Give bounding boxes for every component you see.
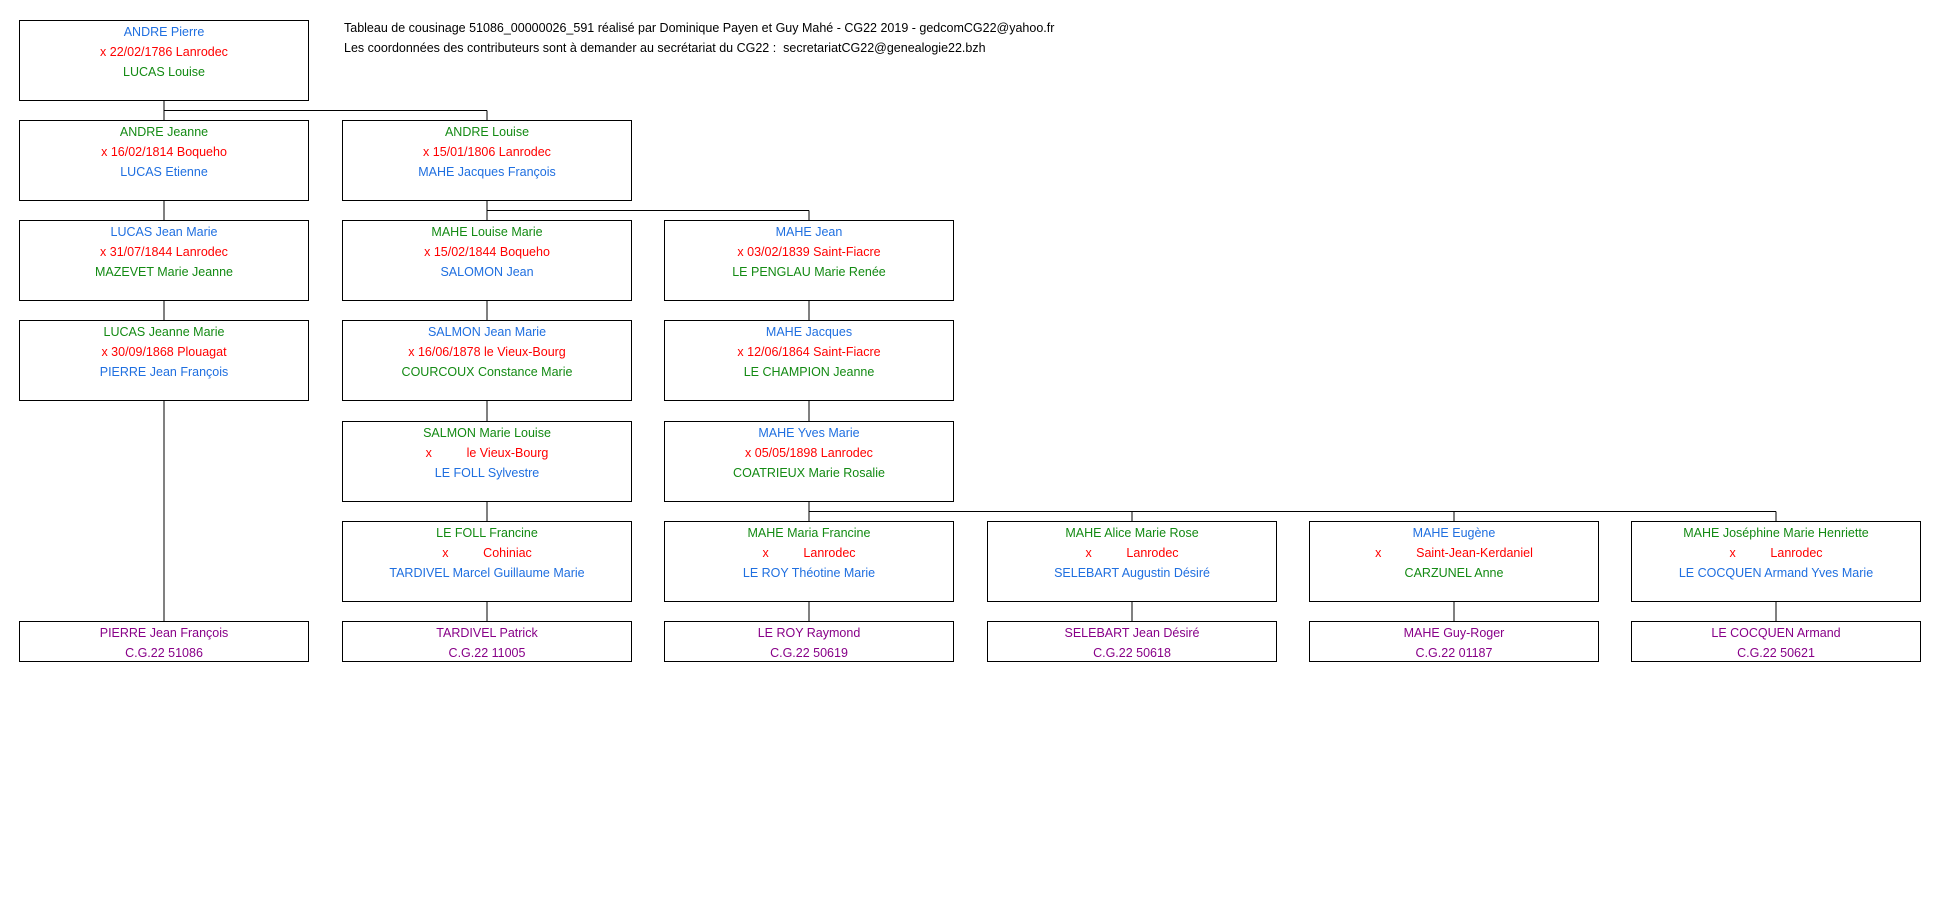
member-id: C.G.22 11005 bbox=[448, 646, 526, 660]
person-name: LUCAS Jean Marie bbox=[110, 225, 218, 239]
member-id: C.G.22 50621 bbox=[1737, 646, 1815, 660]
header-contact: Les coordonnées des contributeurs sont à… bbox=[344, 41, 986, 55]
member-id: C.G.22 50619 bbox=[770, 646, 848, 660]
spouse-name: COATRIEUX Marie Rosalie bbox=[733, 466, 885, 480]
person-name: LE ROY Raymond bbox=[757, 626, 861, 640]
person-name: MAHE Maria Francine bbox=[747, 526, 871, 540]
person-name: ANDRE Louise bbox=[444, 125, 530, 139]
marriage-info: x 12/06/1864 Saint-Fiacre bbox=[737, 345, 881, 359]
member-id: C.G.22 51086 bbox=[125, 646, 203, 660]
marriage-info: x 22/02/1786 Lanrodec bbox=[100, 45, 228, 59]
person-name: LE FOLL Francine bbox=[436, 526, 538, 540]
spouse-name: SALOMON Jean bbox=[440, 265, 534, 279]
member-id: C.G.22 01187 bbox=[1415, 646, 1493, 660]
person-name: MAHE Joséphine Marie Henriette bbox=[1683, 526, 1869, 540]
marriage-info: x 31/07/1844 Lanrodec bbox=[100, 245, 228, 259]
marriage-info: x Lanrodec bbox=[762, 546, 856, 560]
marriage-info: x 16/02/1814 Boqueho bbox=[101, 145, 227, 159]
person-name: MAHE Alice Marie Rose bbox=[1065, 526, 1199, 540]
marriage-info: x Lanrodec bbox=[1085, 546, 1179, 560]
person-name: PIERRE Jean François bbox=[99, 626, 229, 640]
couple-box: MAHE Maria Francine x Lanrodec LE ROY Théo… bbox=[664, 521, 954, 602]
marriage-info: x le Vieux-Bourg bbox=[425, 446, 549, 460]
spouse-name: PIERRE Jean François bbox=[99, 365, 229, 379]
marriage-info: x 05/05/1898 Lanrodec bbox=[745, 446, 873, 460]
marriage-info: x Cohiniac bbox=[442, 546, 532, 560]
spouse-name: COURCOUX Constance Marie bbox=[401, 365, 573, 379]
person-name: MAHE Eugène bbox=[1412, 526, 1496, 540]
couple-box: MAHE Jean x 03/02/1839 Saint-Fiacre LE PEN… bbox=[664, 220, 954, 301]
marriage-info: x 16/06/1878 le Vieux-Bourg bbox=[408, 345, 566, 359]
couple-box: MAHE Jacques x 12/06/1864 Saint-Fiacre LE … bbox=[664, 320, 954, 401]
person-name: ANDRE Pierre bbox=[123, 25, 205, 39]
spouse-name: LE ROY Théotine Marie bbox=[742, 566, 876, 580]
person-name: LE COCQUEN Armand bbox=[1711, 626, 1841, 640]
person-name: MAHE Yves Marie bbox=[758, 426, 860, 440]
person-name: TARDIVEL Patrick bbox=[436, 626, 538, 640]
spouse-name: MAZEVET Marie Jeanne bbox=[94, 265, 234, 279]
header-credits: Tableau de cousinage 51086_00000026_591 … bbox=[344, 21, 1055, 35]
spouse-name: LE COCQUEN Armand Yves Marie bbox=[1678, 566, 1874, 580]
person-name: MAHE Louise Marie bbox=[431, 225, 543, 239]
person-name: MAHE Jean bbox=[775, 225, 843, 239]
couple-box: MAHE Joséphine Marie Henriette x Lanrodec… bbox=[1631, 521, 1921, 602]
couple-box: SALMON Marie Louise x le Vieux-Bourg LE FO… bbox=[342, 421, 632, 502]
person-name: SELEBART Jean Désiré bbox=[1064, 626, 1200, 640]
spouse-name: LE PENGLAU Marie Renée bbox=[732, 265, 886, 279]
spouse-name: TARDIVEL Marcel Guillaume Marie bbox=[389, 566, 585, 580]
spouse-name: SELEBART Augustin Désiré bbox=[1054, 566, 1210, 580]
marriage-info: x Lanrodec bbox=[1729, 546, 1823, 560]
member-id: C.G.22 50618 bbox=[1093, 646, 1171, 660]
marriage-info: x 03/02/1839 Saint-Fiacre bbox=[737, 245, 881, 259]
person-name: SALMON Marie Louise bbox=[423, 426, 551, 440]
couple-box: SALMON Jean Marie x 16/06/1878 le Vieux-B… bbox=[342, 320, 632, 401]
spouse-name: CARZUNEL Anne bbox=[1404, 566, 1504, 580]
marriage-info: x 15/02/1844 Boqueho bbox=[424, 245, 550, 259]
marriage-info: x 30/09/1868 Plouagat bbox=[101, 345, 227, 359]
person-name: LUCAS Jeanne Marie bbox=[103, 325, 225, 339]
person-name: SALMON Jean Marie bbox=[427, 325, 547, 339]
spouse-name: LUCAS Louise bbox=[123, 65, 205, 79]
person-name: MAHE Jacques bbox=[765, 325, 853, 339]
person-name: MAHE Guy-Roger bbox=[1403, 626, 1505, 640]
spouse-name: LE CHAMPION Jeanne bbox=[743, 365, 875, 379]
marriage-info: x 15/01/1806 Lanrodec bbox=[423, 145, 551, 159]
spouse-name: LE FOLL Sylvestre bbox=[434, 466, 540, 480]
spouse-name: MAHE Jacques François bbox=[418, 165, 556, 179]
person-name: ANDRE Jeanne bbox=[119, 125, 209, 139]
marriage-info: x Saint-Jean-Kerdaniel bbox=[1375, 546, 1533, 560]
spouse-name: LUCAS Etienne bbox=[120, 165, 208, 179]
